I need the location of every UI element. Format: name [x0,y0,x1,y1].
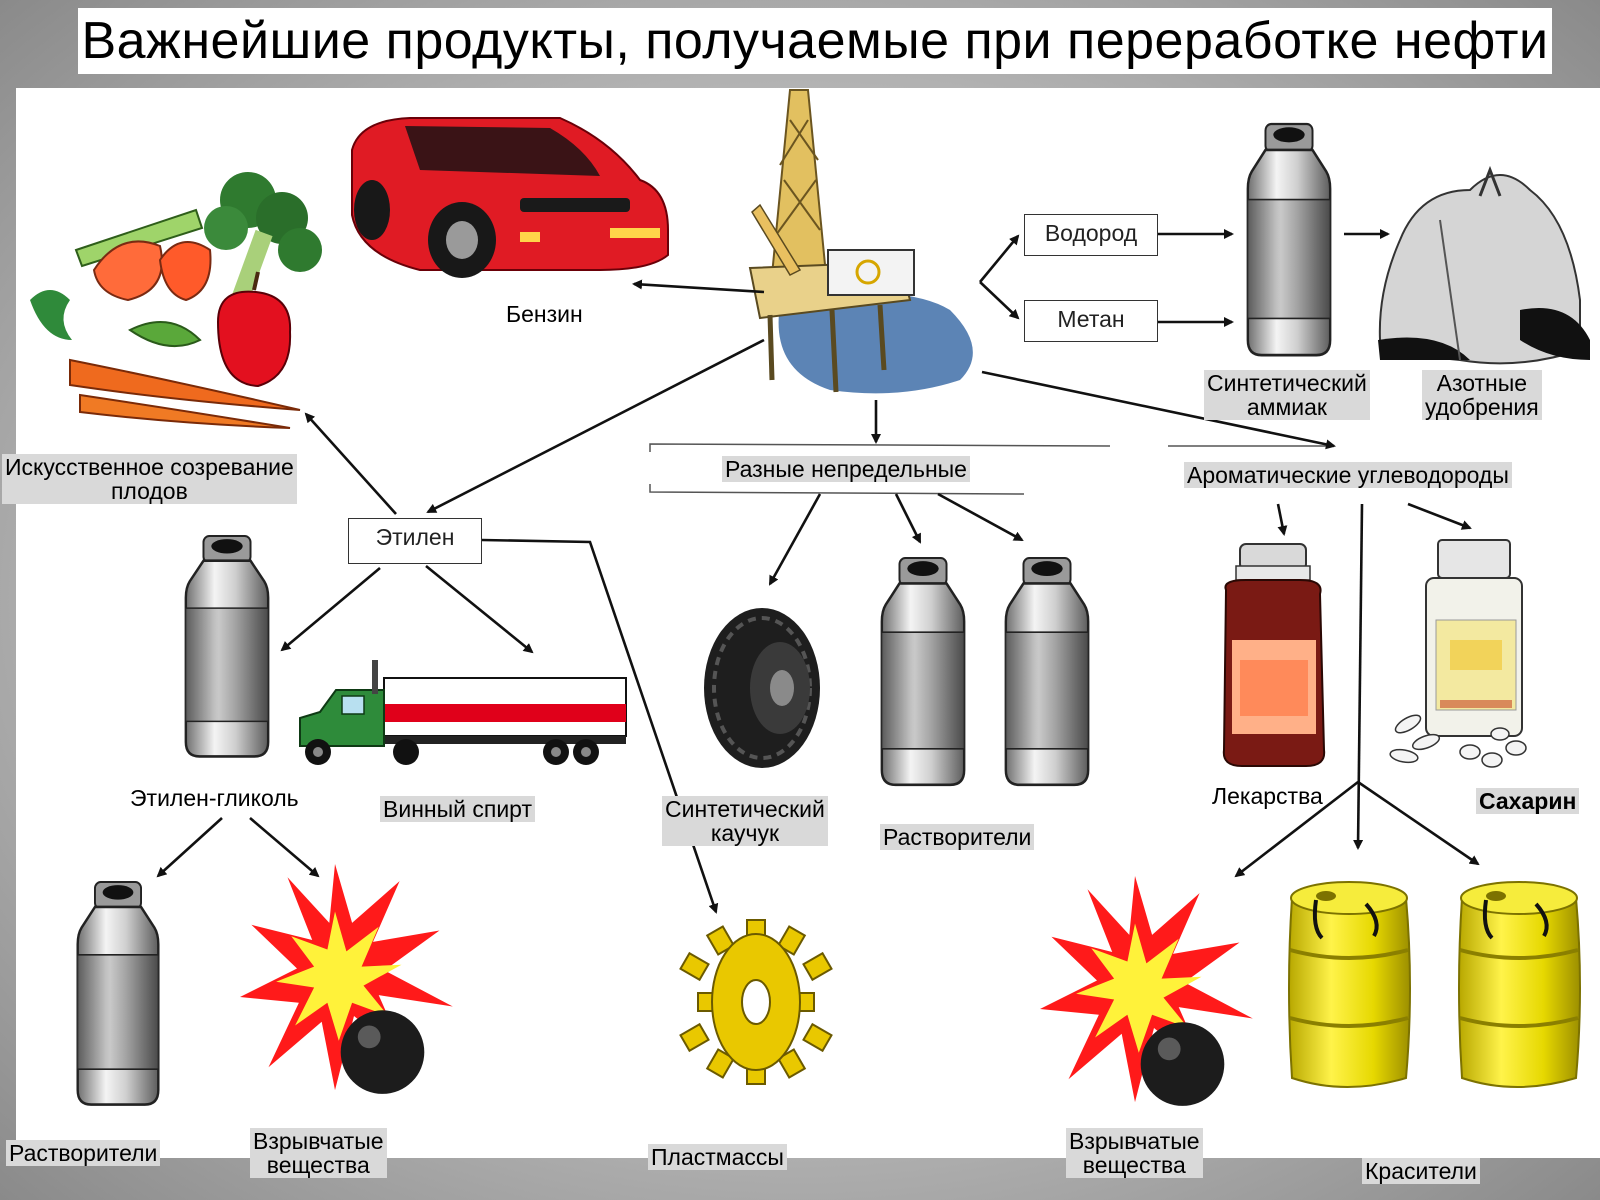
label-unsaturated: Разные непредельные [722,456,970,482]
label-ripening: Искусственное созревание плодов [2,454,297,504]
label-solvents-left: Растворители [6,1140,161,1166]
label-glycol: Этилен-гликоль [130,785,299,811]
bracket-lines [649,443,1330,495]
label-ammonia: Синтетический аммиак [1204,370,1370,420]
barrel-icon [1457,880,1582,1089]
pills-icon [1389,539,1527,768]
label-explosives-right: Взрывчатые вещества [1066,1128,1203,1178]
tire-icon [704,608,820,768]
truck-icon [299,660,627,765]
label-medicines: Лекарства [1212,783,1323,809]
ethylene-box: Этилен [348,518,482,564]
oil-platform-icon [748,89,973,394]
medicine-jar-icon [1222,543,1326,767]
label-rubber: Синтетический каучук [662,796,828,846]
vegetables-icon [30,172,322,429]
barrel-icon [1287,880,1412,1089]
label-solvents-mid: Растворители [880,824,1035,850]
explosion-icon [1040,876,1253,1106]
methane-box: Метан [1024,300,1158,342]
page-title: Важнейшие продукты, получаемые при перер… [78,8,1552,74]
label-saccharin: Сахарин [1476,788,1580,814]
label-plastics: Пластмассы [648,1144,787,1170]
label-dyes: Красители [1362,1158,1480,1184]
bottle-icon [1004,556,1090,787]
bottle-icon [76,880,160,1106]
bottle-icon [184,534,270,758]
fertilizer-bags-icon [1378,165,1590,365]
label-aromatic: Ароматические углеводороды [1184,462,1512,488]
label-explosives-left: Взрывчатые вещества [250,1128,387,1178]
label-fertilizer: Азотные удобрения [1422,370,1542,420]
flow-arrows [156,229,1480,914]
bottle-icon [880,556,966,787]
gear-icon [679,919,833,1085]
label-wine-spirit: Винный спирт [380,796,535,822]
bottle-icon [1246,122,1332,357]
explosion-icon [240,864,453,1094]
hydrogen-box: Водород [1024,214,1158,256]
label-gasoline: Бензин [506,301,583,327]
car-icon [351,117,669,278]
